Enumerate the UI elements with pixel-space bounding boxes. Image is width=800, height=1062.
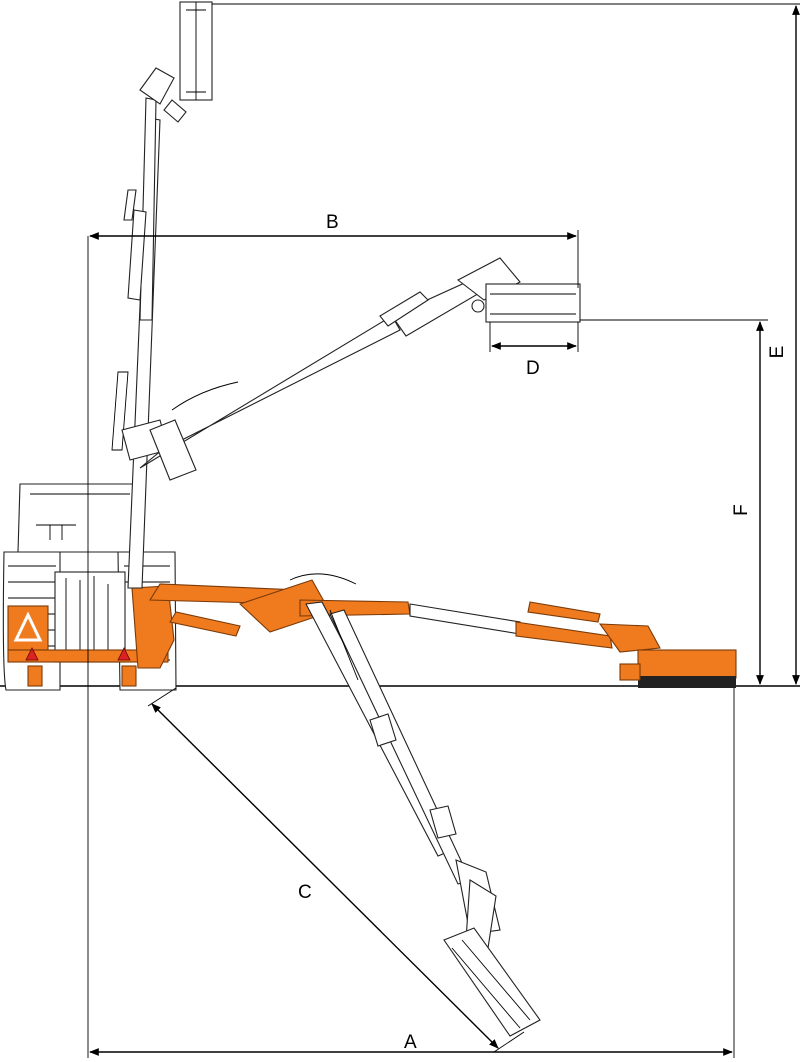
dimension-d: D	[489, 322, 579, 379]
mower-head-downward	[443, 927, 541, 1037]
reflector-right-icon	[117, 647, 131, 661]
reflector-left-icon	[25, 647, 39, 661]
dimension-e-label: E	[767, 346, 788, 359]
dimension-c: C	[147, 687, 525, 1053]
slow-vehicle-icon	[13, 611, 43, 642]
dimension-a-label: A	[404, 1032, 417, 1053]
mower-head-horizontal	[485, 283, 581, 323]
dimension-b-label: B	[326, 212, 339, 233]
mower-head-ground	[637, 649, 737, 679]
dimension-f-label: F	[731, 504, 752, 516]
arm-ground	[149, 573, 737, 688]
tractor	[2, 483, 177, 691]
dimension-c-label: C	[298, 882, 312, 903]
dimension-f: F	[580, 319, 768, 685]
mower-roller	[638, 676, 736, 688]
dimension-e: E	[212, 3, 800, 685]
dimension-b: B	[89, 212, 579, 288]
dimension-d-label: D	[526, 358, 540, 379]
arm-downward	[305, 601, 541, 1037]
arm-horizontal	[139, 257, 581, 481]
